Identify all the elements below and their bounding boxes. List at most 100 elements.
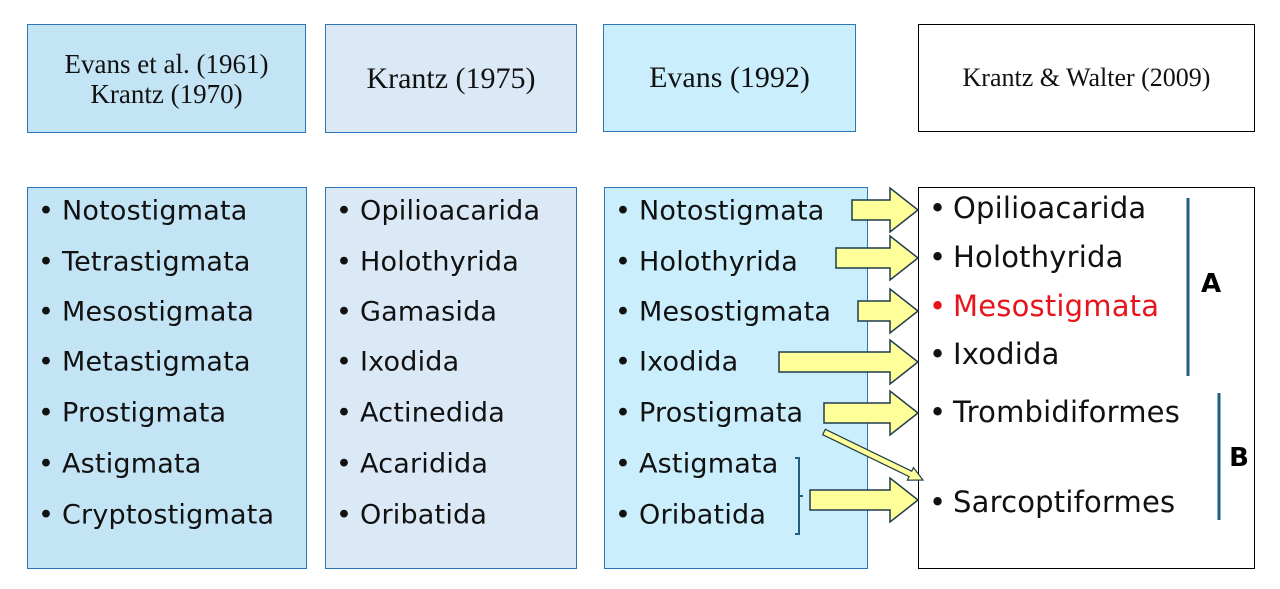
list-item: •Astigmata bbox=[38, 449, 202, 480]
bullet-icon: • bbox=[38, 296, 55, 328]
bullet-icon: • bbox=[336, 397, 353, 429]
list-item: •Notostigmata bbox=[38, 196, 248, 227]
bullet-icon: • bbox=[615, 246, 632, 278]
bullet-icon: • bbox=[929, 485, 947, 519]
list-item: •Ixodida bbox=[336, 347, 459, 378]
list-item-label: Trombidiformes bbox=[953, 395, 1181, 429]
list-item-label: Holothyrida bbox=[360, 246, 520, 278]
list-item: •Notostigmata bbox=[615, 196, 825, 227]
list-item: •Metastigmata bbox=[38, 347, 251, 378]
bullet-icon: • bbox=[615, 346, 632, 378]
list-column-1: •Notostigmata•Tetrastigmata•Mesostigmata… bbox=[27, 187, 307, 569]
list-item: •Holothyrida bbox=[615, 247, 798, 278]
block-arrow-icon bbox=[835, 234, 920, 282]
bullet-icon: • bbox=[929, 289, 947, 323]
list-item: •Holothyrida bbox=[929, 240, 1124, 274]
list-item-label: Notostigmata bbox=[639, 195, 825, 227]
bullet-icon: • bbox=[929, 240, 947, 274]
bullet-icon: • bbox=[336, 346, 353, 378]
bullet-icon: • bbox=[929, 337, 947, 371]
list-item-label: Ixodida bbox=[360, 346, 460, 378]
header-line: Krantz & Walter (2009) bbox=[962, 63, 1211, 92]
list-column-2: •Opilioacarida•Holothyrida•Gamasida•Ixod… bbox=[325, 187, 577, 569]
list-item: •Gamasida bbox=[336, 297, 497, 328]
bullet-icon: • bbox=[336, 448, 353, 480]
list-column-4: •Opilioacarida•Holothyrida•Mesostigmata•… bbox=[918, 187, 1255, 569]
list-item: •Acaridida bbox=[336, 449, 488, 480]
list-item-label: Opilioacarida bbox=[953, 191, 1147, 225]
list-item-label: Holothyrida bbox=[639, 246, 799, 278]
bullet-icon: • bbox=[615, 296, 632, 328]
list-item-label: Oribatida bbox=[360, 499, 488, 531]
group-label-b: B bbox=[1229, 443, 1249, 473]
bullet-icon: • bbox=[336, 195, 353, 227]
bullet-icon: • bbox=[615, 448, 632, 480]
list-item: •Ixodida bbox=[929, 337, 1060, 371]
list-item: •Trombidiformes bbox=[929, 395, 1180, 429]
list-item: •Sarcoptiformes bbox=[929, 485, 1175, 519]
list-item-label: Prostigmata bbox=[639, 397, 804, 429]
block-arrow-icon bbox=[823, 389, 920, 437]
list-item-label: Ixodida bbox=[953, 337, 1060, 371]
bullet-icon: • bbox=[38, 397, 55, 429]
list-item: •Opilioacarida bbox=[336, 196, 540, 227]
bullet-icon: • bbox=[38, 346, 55, 378]
list-item-label: Prostigmata bbox=[62, 397, 227, 429]
list-item-label: Acaridida bbox=[360, 448, 489, 480]
bullet-icon: • bbox=[336, 296, 353, 328]
list-item-label: Oribatida bbox=[639, 499, 767, 531]
list-item-label: Tetrastigmata bbox=[62, 246, 251, 278]
list-item: •Cryptostigmata bbox=[38, 500, 274, 531]
header-krantz-walter-2009: Krantz & Walter (2009) bbox=[918, 24, 1255, 132]
list-item: •Prostigmata bbox=[615, 398, 803, 429]
list-item: •Astigmata bbox=[615, 449, 779, 480]
list-item-label: Holothyrida bbox=[953, 240, 1124, 274]
list-column-3: •Notostigmata•Holothyrida•Mesostigmata•I… bbox=[604, 187, 868, 569]
list-item-label: Astigmata bbox=[62, 448, 202, 480]
list-item: •Ixodida bbox=[615, 347, 738, 378]
diagonal-arrow-icon bbox=[821, 428, 925, 481]
header-evans-krantz-1961-1970: Evans et al. (1961)Krantz (1970) bbox=[27, 24, 306, 133]
header-line: Evans (1992) bbox=[649, 61, 810, 94]
list-item-label: Notostigmata bbox=[62, 195, 248, 227]
list-item: •Oribatida bbox=[615, 500, 766, 531]
group-label-a: A bbox=[1200, 269, 1222, 299]
bullet-icon: • bbox=[38, 246, 55, 278]
list-item-label: Opilioacarida bbox=[360, 195, 541, 227]
list-item-label: Gamasida bbox=[360, 296, 498, 328]
list-item: •Mesostigmata bbox=[615, 297, 831, 328]
bullet-icon: • bbox=[38, 499, 55, 531]
list-item-label: Ixodida bbox=[639, 346, 739, 378]
list-item: •Mesostigmata bbox=[929, 289, 1159, 323]
block-arrow-icon bbox=[857, 287, 920, 335]
list-item-label: Mesostigmata bbox=[953, 289, 1160, 323]
bullet-icon: • bbox=[615, 499, 632, 531]
list-item-label: Astigmata bbox=[639, 448, 779, 480]
block-arrow-icon bbox=[809, 476, 920, 524]
list-item: •Opilioacarida bbox=[929, 191, 1146, 225]
list-item-label: Actinedida bbox=[360, 397, 505, 429]
list-item-label: Cryptostigmata bbox=[62, 499, 275, 531]
list-item-label: Mesostigmata bbox=[62, 296, 255, 328]
header-evans-1992: Evans (1992) bbox=[603, 24, 856, 132]
list-item: •Tetrastigmata bbox=[38, 247, 251, 278]
bullet-icon: • bbox=[615, 397, 632, 429]
bullet-icon: • bbox=[929, 395, 947, 429]
header-krantz-1975: Krantz (1975) bbox=[325, 24, 577, 133]
bullet-icon: • bbox=[615, 195, 632, 227]
list-item-label: Mesostigmata bbox=[639, 296, 832, 328]
bullet-icon: • bbox=[38, 448, 55, 480]
bullet-icon: • bbox=[38, 195, 55, 227]
list-item-label: Metastigmata bbox=[62, 346, 251, 378]
block-arrow-icon bbox=[778, 338, 920, 386]
list-item-label: Sarcoptiformes bbox=[953, 485, 1176, 519]
block-arrow-icon bbox=[851, 186, 920, 234]
list-item: •Prostigmata bbox=[38, 398, 226, 429]
list-item: •Mesostigmata bbox=[38, 297, 254, 328]
header-line: Evans et al. (1961) bbox=[64, 48, 269, 79]
list-item: •Holothyrida bbox=[336, 247, 519, 278]
small-bracket-icon bbox=[795, 457, 803, 535]
header-line: Krantz (1975) bbox=[366, 61, 536, 95]
bullet-icon: • bbox=[336, 246, 353, 278]
